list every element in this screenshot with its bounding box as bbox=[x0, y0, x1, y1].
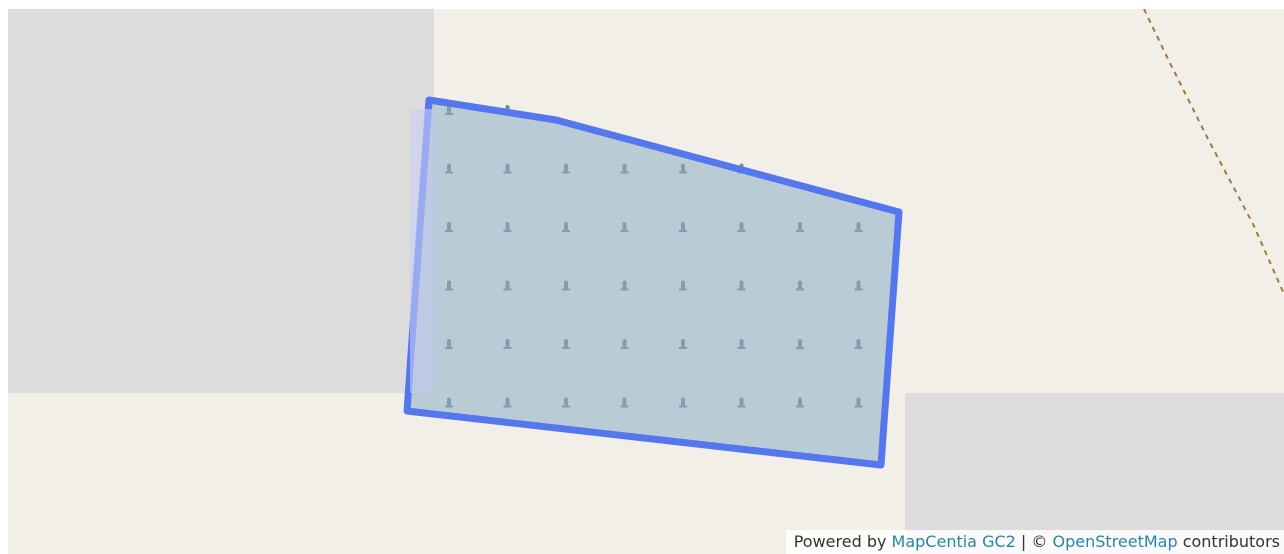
footpath-line bbox=[1143, 9, 1284, 295]
map-layer[interactable] bbox=[8, 9, 1284, 554]
landuse-area-bottom-right bbox=[905, 393, 1284, 554]
openstreetmap-link[interactable]: OpenStreetMap bbox=[1052, 532, 1178, 551]
copyright-symbol: © bbox=[1031, 532, 1048, 551]
polygon-edge-highlight bbox=[410, 109, 434, 393]
map-canvas[interactable]: Powered by MapCentia GC2 | © OpenStreetM… bbox=[8, 9, 1284, 554]
attribution-suffix: contributors bbox=[1182, 532, 1280, 551]
attribution-prefix: Powered by bbox=[793, 532, 887, 551]
landuse-area-top-left bbox=[8, 9, 434, 393]
map-attribution: Powered by MapCentia GC2 | © OpenStreetM… bbox=[785, 530, 1284, 554]
attribution-separator: | bbox=[1020, 532, 1027, 551]
selected-area-polygon[interactable] bbox=[403, 96, 903, 469]
mapcentia-link[interactable]: MapCentia GC2 bbox=[891, 532, 1016, 551]
